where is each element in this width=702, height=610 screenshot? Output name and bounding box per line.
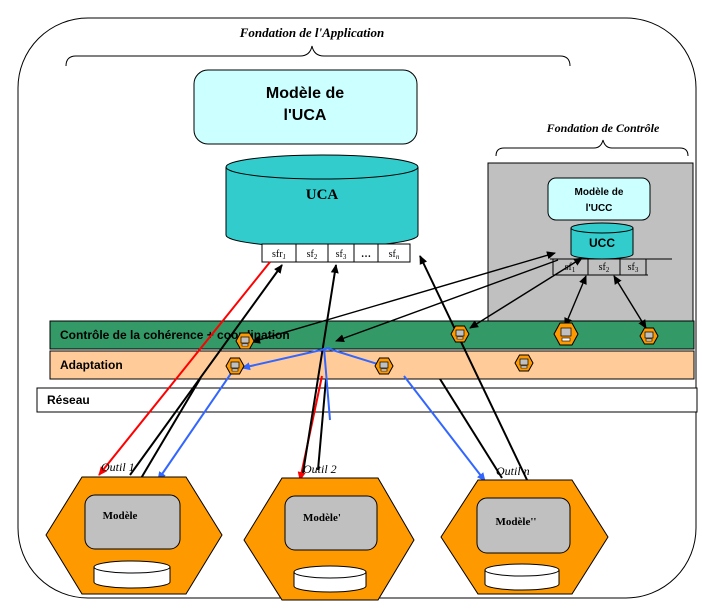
modele-uca-title-line2: l'UCA [284, 107, 327, 124]
agent-icon [374, 357, 394, 375]
fondation-ctrl-title: Fondation de Contrôle [546, 121, 660, 135]
fondation-app-brace [65, 45, 571, 67]
reseau-band-label: Réseau [47, 393, 90, 407]
ucc-label: UCC [589, 236, 615, 250]
modele-ucc-title-line2: l'UCC [586, 203, 613, 214]
ucc-cylinder [570, 222, 634, 260]
modele-ucc-box [547, 177, 651, 221]
database-icon [93, 560, 171, 589]
control-arrows [251, 251, 647, 344]
agent-icon [639, 327, 659, 345]
tool-1-name: Outil 1 [101, 460, 135, 474]
fondation-ctrl-brace [495, 139, 689, 157]
ucc-cell-2: sf2 [599, 262, 610, 274]
agent-icon [514, 354, 534, 372]
controle-band-label: Contrôle de la cohérence + coordination [60, 328, 290, 342]
uca-label: UCA [306, 187, 339, 203]
tool-1 [45, 476, 223, 595]
modele-uca-title-line1: Modèle de [266, 85, 344, 102]
database-icon [293, 565, 367, 593]
tool-n-model: Modèle'' [496, 516, 537, 528]
agent-icon [553, 322, 579, 346]
adaptation-band-label: Adaptation [60, 358, 123, 372]
uca-cell-ellipsis: … [361, 249, 371, 260]
tool-2-model: Modèle' [303, 512, 341, 524]
agent-icon [235, 332, 255, 350]
tool-2 [243, 477, 415, 601]
agent-icons [225, 322, 659, 375]
blue-arrows [157, 347, 486, 482]
modele-uca-box [193, 69, 418, 145]
database-icon [484, 563, 560, 591]
reseau-band [36, 387, 698, 413]
tool-n [440, 479, 609, 595]
adaptation-band [49, 350, 695, 380]
ucc-cell-3: sf3 [628, 262, 639, 274]
uca-cylinder [225, 154, 419, 248]
tool-1-model: Modèle [103, 510, 138, 522]
tool-2-name: Outil 2 [303, 462, 337, 476]
fondation-app-title: Fondation de l'Application [239, 25, 384, 40]
modele-ucc-title-line1: Modèle de [575, 187, 624, 198]
tool-n-name: Outil n [496, 464, 530, 478]
agent-icon [450, 325, 470, 343]
agent-icon [225, 357, 245, 375]
